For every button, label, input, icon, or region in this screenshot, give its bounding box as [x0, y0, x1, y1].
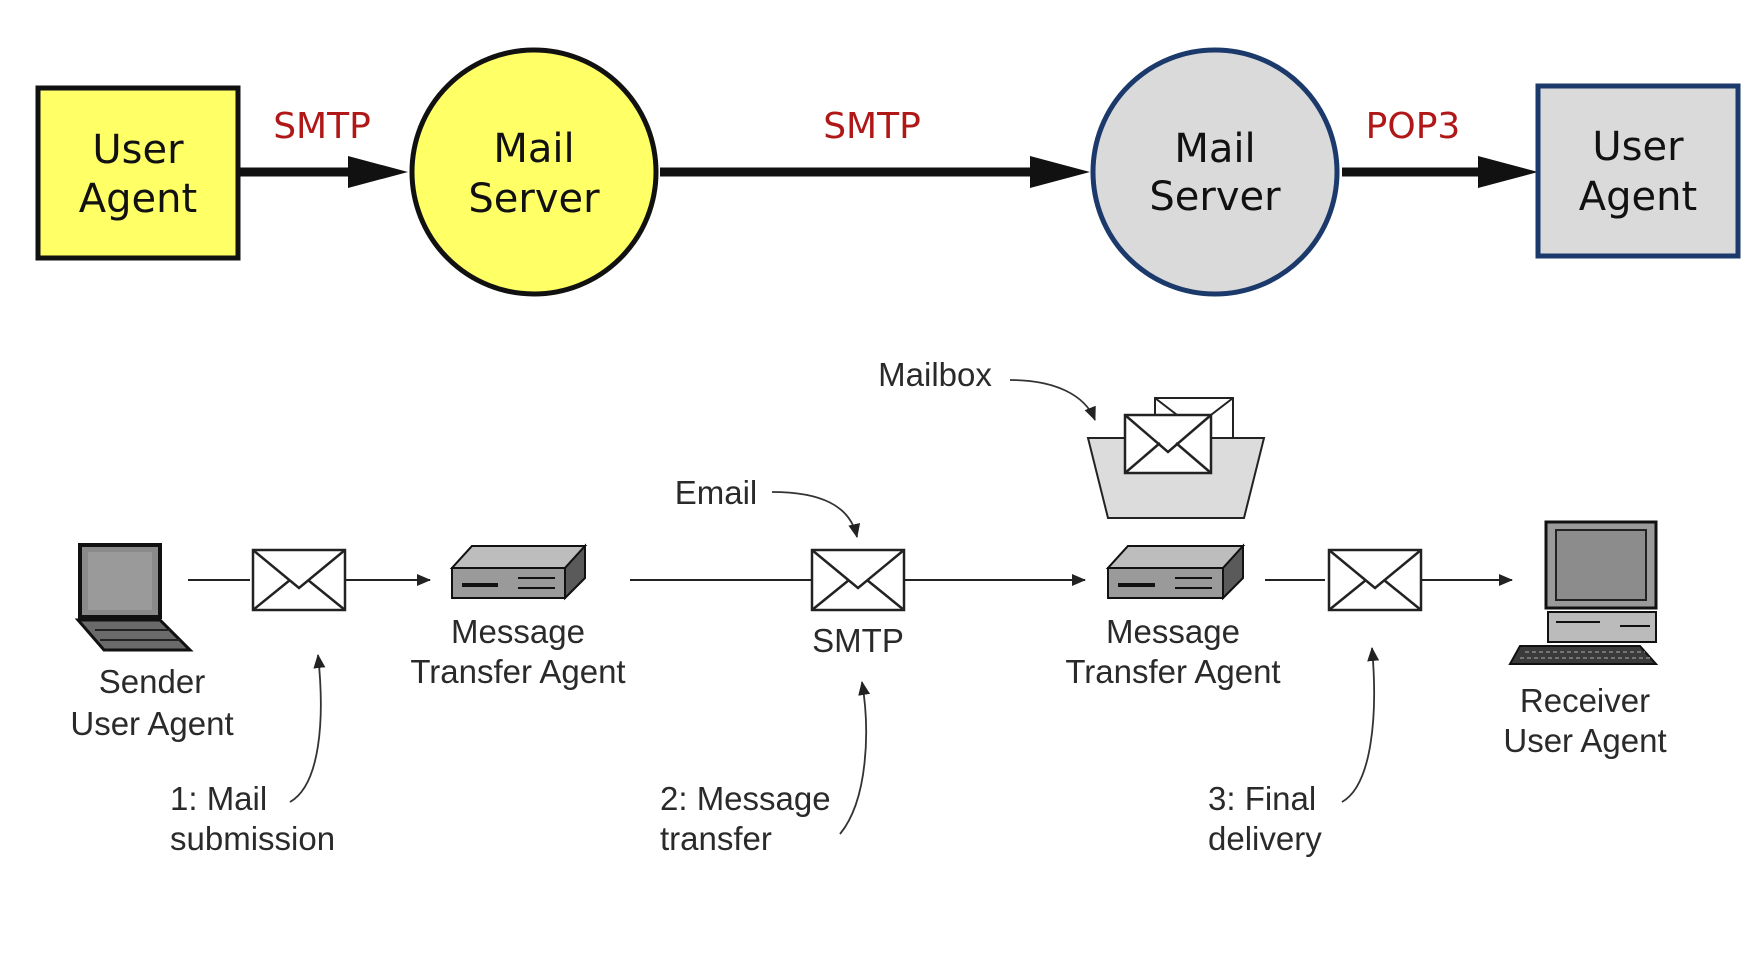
node-label: Mail — [493, 126, 574, 172]
top-row: SMTP SMTP POP3 User Agent Mail Server Ma… — [35, 47, 1741, 297]
step3-label: 3: Final — [1208, 780, 1316, 817]
bottom-row: Sender User Agent Message Transfer Agent… — [70, 356, 1666, 857]
node-label: Server — [468, 176, 600, 222]
node-label: Mail — [1174, 126, 1255, 172]
sender-label: Sender — [99, 663, 205, 700]
step3-label: delivery — [1208, 820, 1322, 857]
mta-right-label: Message — [1106, 613, 1240, 650]
smtp-label: SMTP — [812, 622, 904, 659]
mailbox-icon — [1086, 397, 1266, 519]
email-callout-label: Email — [675, 474, 758, 511]
node-label: User — [92, 127, 184, 173]
node-label: Agent — [79, 176, 197, 222]
sender-label: User Agent — [70, 705, 233, 742]
step2-callout-arrow — [839, 681, 871, 835]
protocol-label-smtp-1: SMTP — [273, 106, 371, 147]
receiver-label: Receiver — [1520, 682, 1650, 719]
node-label: Agent — [1579, 174, 1697, 220]
node-label: Server — [1149, 174, 1281, 220]
receiver-label: User Agent — [1503, 722, 1666, 759]
mailbox-callout-label: Mailbox — [878, 356, 992, 393]
step2-label: transfer — [660, 820, 772, 857]
node-label: User — [1592, 124, 1684, 170]
protocol-label-smtp-2: SMTP — [823, 106, 921, 147]
step2-label: 2: Message — [660, 780, 831, 817]
mta-right-label: Transfer Agent — [1065, 653, 1280, 690]
envelope-icon — [251, 548, 347, 612]
receiver-user-agent-box: User Agent — [1535, 83, 1741, 259]
mta-server-icon — [1105, 543, 1246, 601]
sender-user-agent-box: User Agent — [35, 85, 241, 261]
envelope-icon — [810, 548, 906, 612]
email-callout-arrow — [771, 491, 861, 538]
step1-label: submission — [170, 820, 335, 857]
arrowhead-icon — [1030, 156, 1090, 188]
envelope-icon — [1327, 548, 1423, 612]
mta-left-label: Message — [451, 613, 585, 650]
mta-server-icon — [449, 543, 588, 601]
laptop-icon — [74, 543, 194, 652]
protocol-label-pop3: POP3 — [1366, 106, 1461, 147]
sender-mail-server-circle: Mail Server — [409, 47, 659, 297]
receiver-mail-server-circle: Mail Server — [1090, 47, 1340, 297]
mailbox-callout-arrow — [1009, 379, 1096, 421]
desktop-computer-icon — [1508, 520, 1659, 665]
step1-callout-arrow — [289, 654, 326, 803]
mta-left-label: Transfer Agent — [410, 653, 625, 690]
step1-label: 1: Mail — [170, 780, 267, 817]
arrowhead-icon — [348, 156, 408, 188]
step3-callout-arrow — [1341, 647, 1380, 803]
arrowhead-icon — [1478, 156, 1538, 188]
